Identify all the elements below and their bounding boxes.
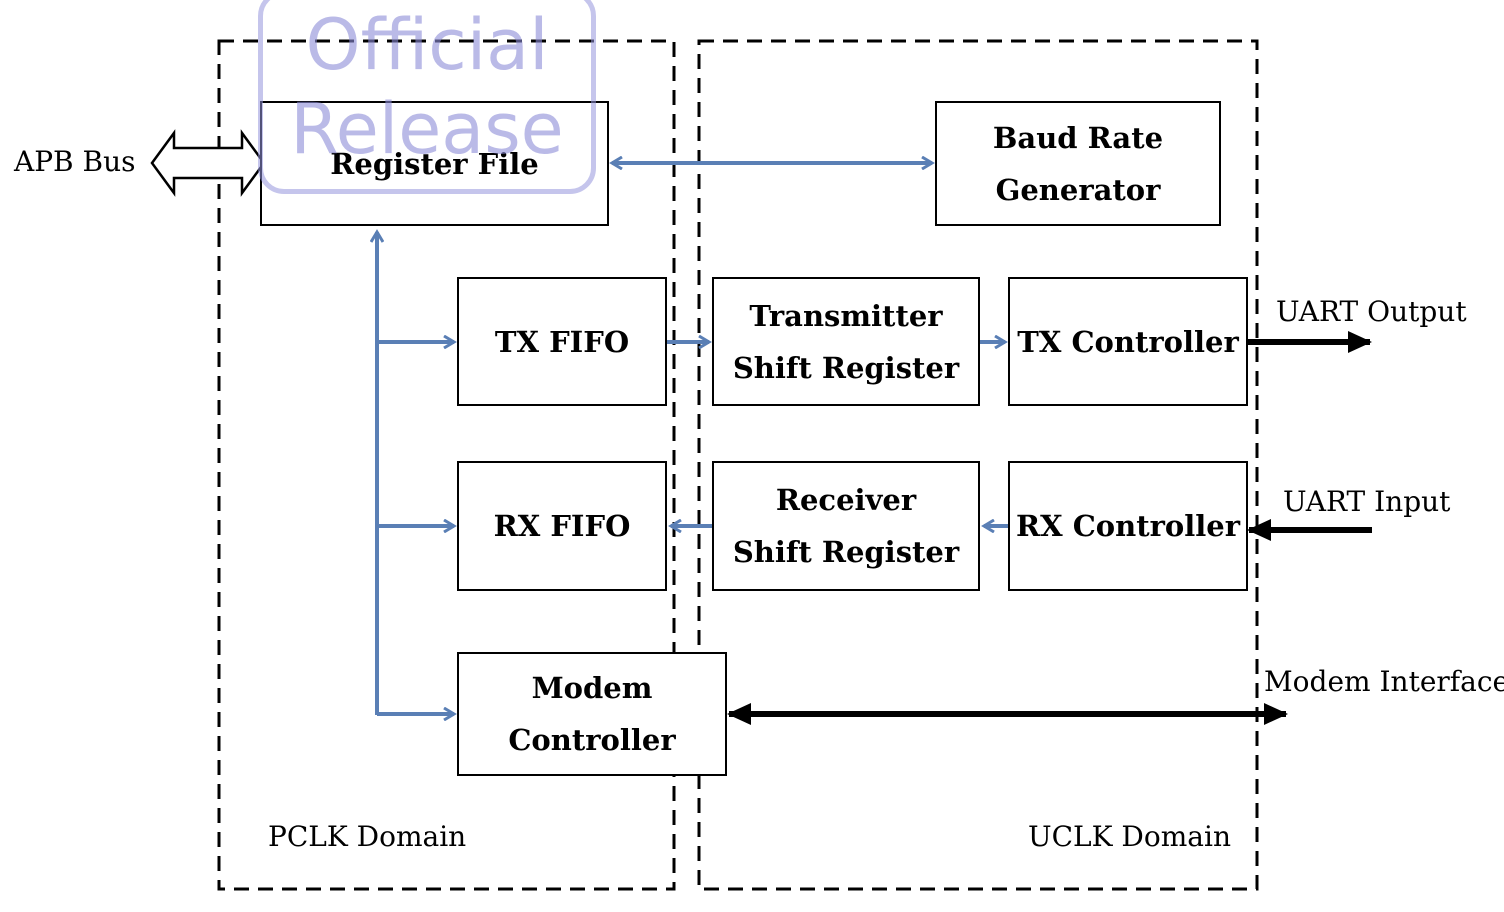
modem-controller-block: Modem Controller: [457, 652, 727, 776]
transmitter-shift-register-block: Transmitter Shift Register: [712, 277, 980, 406]
pclk-domain-label: PCLK Domain: [268, 820, 467, 853]
baud-rate-generator-block: Baud Rate Generator: [935, 101, 1221, 226]
pclk-domain-boundary: [217, 39, 676, 891]
modem-interface-label: Modem Interface: [1264, 665, 1504, 698]
apb-bus-label: APB Bus: [14, 145, 136, 178]
uclk-domain-label: UCLK Domain: [1028, 820, 1231, 853]
rx-controller-block: RX Controller: [1008, 461, 1248, 591]
register-file-block: Register File: [260, 101, 609, 226]
apb-bus-arrow: [150, 129, 266, 197]
uart-input-label: UART Input: [1283, 485, 1451, 518]
receiver-shift-register-block: Receiver Shift Register: [712, 461, 980, 591]
uclk-domain-boundary: [697, 39, 1259, 891]
tx-fifo-block: TX FIFO: [457, 277, 667, 406]
rx-fifo-block: RX FIFO: [457, 461, 667, 591]
uart-output-label: UART Output: [1276, 295, 1467, 328]
tx-controller-block: TX Controller: [1008, 277, 1248, 406]
